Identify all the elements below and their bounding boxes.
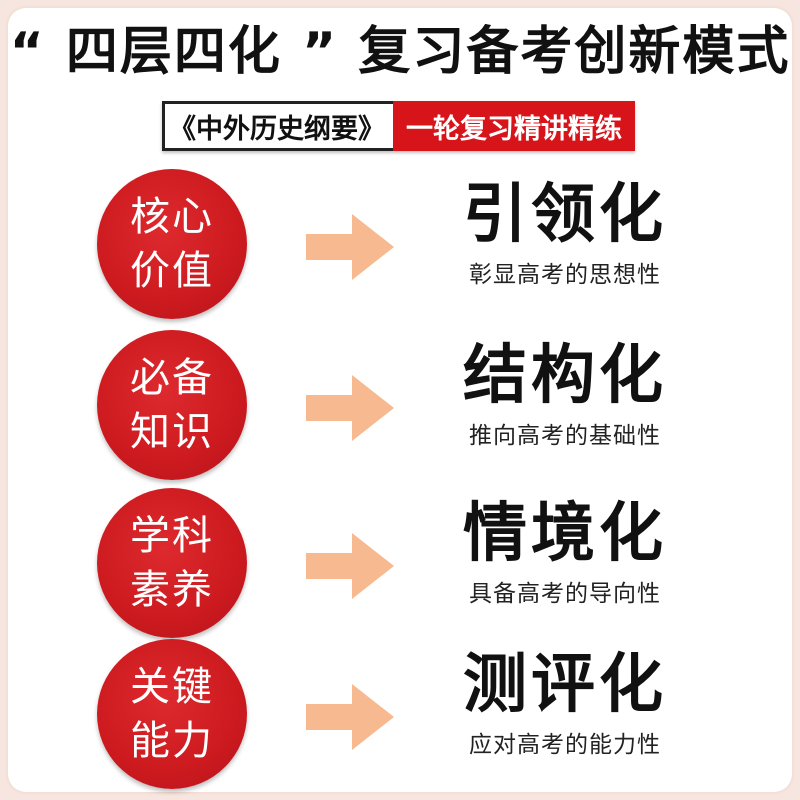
layer-circle-line2: 能力 — [130, 718, 214, 764]
layer-circle-line1: 关键 — [130, 664, 214, 710]
mode-description: 彰显高考的思想性 — [469, 262, 661, 288]
layer-circle: 核心 价值 — [97, 169, 247, 319]
layer-circle: 学科 素养 — [97, 488, 247, 638]
page-title: “ 四层四化 ” 复习备考创新模式 — [9, 22, 791, 82]
layer-circle: 关键 能力 — [97, 639, 247, 789]
subtitle-tagline: 一轮复习精讲精练 — [393, 101, 635, 151]
mode-row-3: 学科 素养 情境化 具备高考的导向性 — [0, 488, 800, 638]
layer-circle-line2: 知识 — [130, 409, 214, 455]
mode-description: 推向高考的基础性 — [469, 423, 661, 449]
mode-description: 应对高考的能力性 — [469, 732, 661, 758]
subtitle-banner: 《中外历史纲要》 一轮复习精讲精练 — [162, 101, 635, 151]
subtitle-book-name: 《中外历史纲要》 — [162, 101, 393, 151]
right-arrow-icon — [306, 533, 394, 599]
layer-circle-line1: 必备 — [130, 355, 214, 401]
mode-row-4: 关键 能力 测评化 应对高考的能力性 — [0, 639, 800, 789]
mode-heading: 结构化 — [463, 339, 667, 413]
mode-row-2: 必备 知识 结构化 推向高考的基础性 — [0, 330, 800, 480]
layer-circle-line1: 学科 — [130, 513, 214, 559]
layer-circle-line2: 素养 — [130, 567, 214, 613]
mode-description: 具备高考的导向性 — [469, 581, 661, 607]
layer-circle-line2: 价值 — [130, 248, 214, 294]
mode-heading: 情境化 — [463, 497, 667, 571]
layer-circle: 必备 知识 — [97, 330, 247, 480]
right-arrow-icon — [306, 684, 394, 750]
mode-heading: 测评化 — [463, 648, 667, 722]
right-arrow-icon — [306, 214, 394, 280]
mode-heading: 引领化 — [463, 178, 667, 252]
right-arrow-icon — [306, 375, 394, 441]
mode-row-1: 核心 价值 引领化 彰显高考的思想性 — [0, 169, 800, 319]
layer-circle-line1: 核心 — [130, 194, 214, 240]
